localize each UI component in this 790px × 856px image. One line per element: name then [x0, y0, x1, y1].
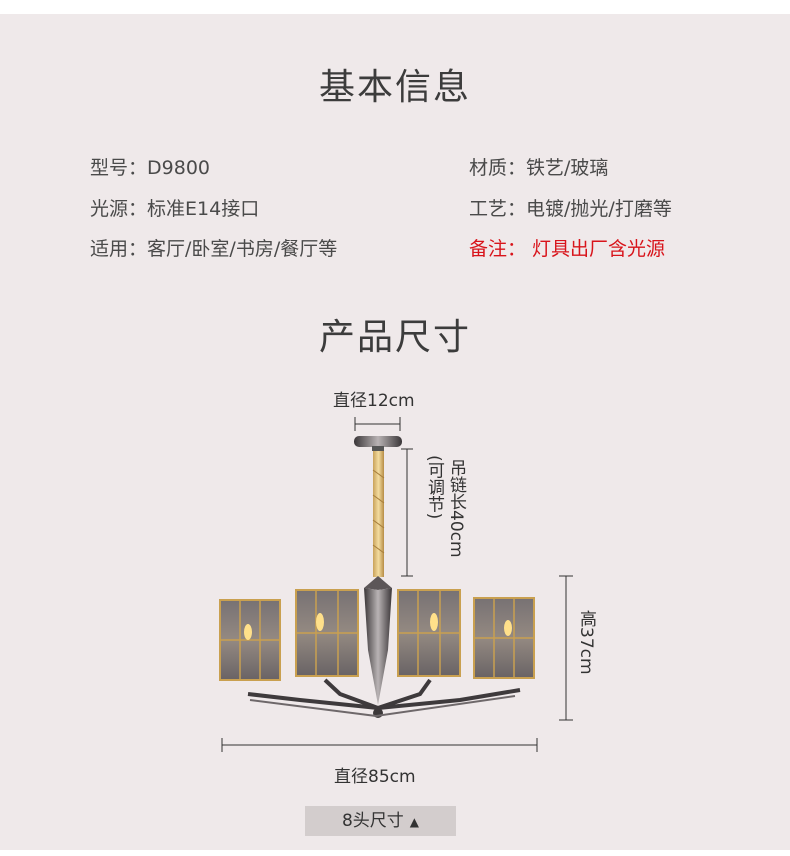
top-diameter-dimension — [354, 417, 401, 431]
spec-usage: 适用：客厅/卧室/书房/餐厅等 — [90, 234, 337, 261]
lamp-shade-4 — [473, 597, 535, 679]
spec-light-source-value: 标准E14接口 — [147, 198, 260, 220]
top-band — [0, 0, 790, 14]
central-column — [364, 576, 392, 718]
chain-length-label: 吊链长40cm — [446, 459, 466, 558]
tab-8-head-size[interactable]: 8头尺寸 ▲ — [305, 806, 456, 836]
top-diameter-label: 直径12cm — [333, 391, 415, 411]
tab-8-head-size-label: 8头尺寸 — [341, 811, 404, 831]
height-label: 高37cm — [576, 610, 596, 675]
spec-model-label: 型号： — [90, 157, 148, 179]
spec-craft-value: 电镀/抛光/打磨等 — [526, 198, 672, 220]
chain-length-dimension — [401, 448, 413, 577]
lamp-shade-3 — [397, 589, 461, 677]
triangle-up-icon: ▲ — [409, 815, 420, 829]
spec-light-source-label: 光源： — [90, 198, 148, 220]
hanging-rod — [372, 451, 385, 577]
spec-craft-label: 工艺： — [469, 198, 527, 220]
spec-material-value: 铁艺/玻璃 — [526, 157, 609, 179]
diameter-label: 直径85cm — [334, 767, 416, 787]
basic-info-title: 基本信息 — [318, 67, 471, 108]
spec-usage-value: 客厅/卧室/书房/餐厅等 — [147, 238, 338, 260]
spec-usage-label: 适用： — [90, 238, 148, 260]
spec-note: 备注：灯具出厂含光源 — [469, 234, 665, 261]
ceiling-canopy — [354, 436, 402, 451]
chain-adjustable-label: (可调节) — [424, 455, 444, 520]
lamp-shade-2 — [295, 589, 359, 677]
spec-material: 材质：铁艺/玻璃 — [469, 153, 608, 180]
height-dimension — [559, 575, 573, 721]
bottom-band — [0, 850, 790, 856]
spec-light-source: 光源：标准E14接口 — [90, 194, 259, 221]
spec-model: 型号：D9800 — [90, 153, 210, 180]
spec-material-label: 材质： — [469, 157, 527, 179]
lamp-shade-1 — [219, 599, 281, 681]
spec-note-value: 灯具出厂含光源 — [532, 238, 666, 260]
diameter-dimension — [221, 738, 538, 752]
spec-craft: 工艺：电镀/抛光/打磨等 — [469, 194, 672, 221]
spec-note-label: 备注： — [469, 238, 527, 260]
chandelier-arms — [247, 678, 521, 710]
chandelier-arms-lower — [249, 695, 516, 717]
product-size-title: 产品尺寸 — [318, 317, 471, 358]
spec-model-value: D9800 — [147, 157, 210, 179]
